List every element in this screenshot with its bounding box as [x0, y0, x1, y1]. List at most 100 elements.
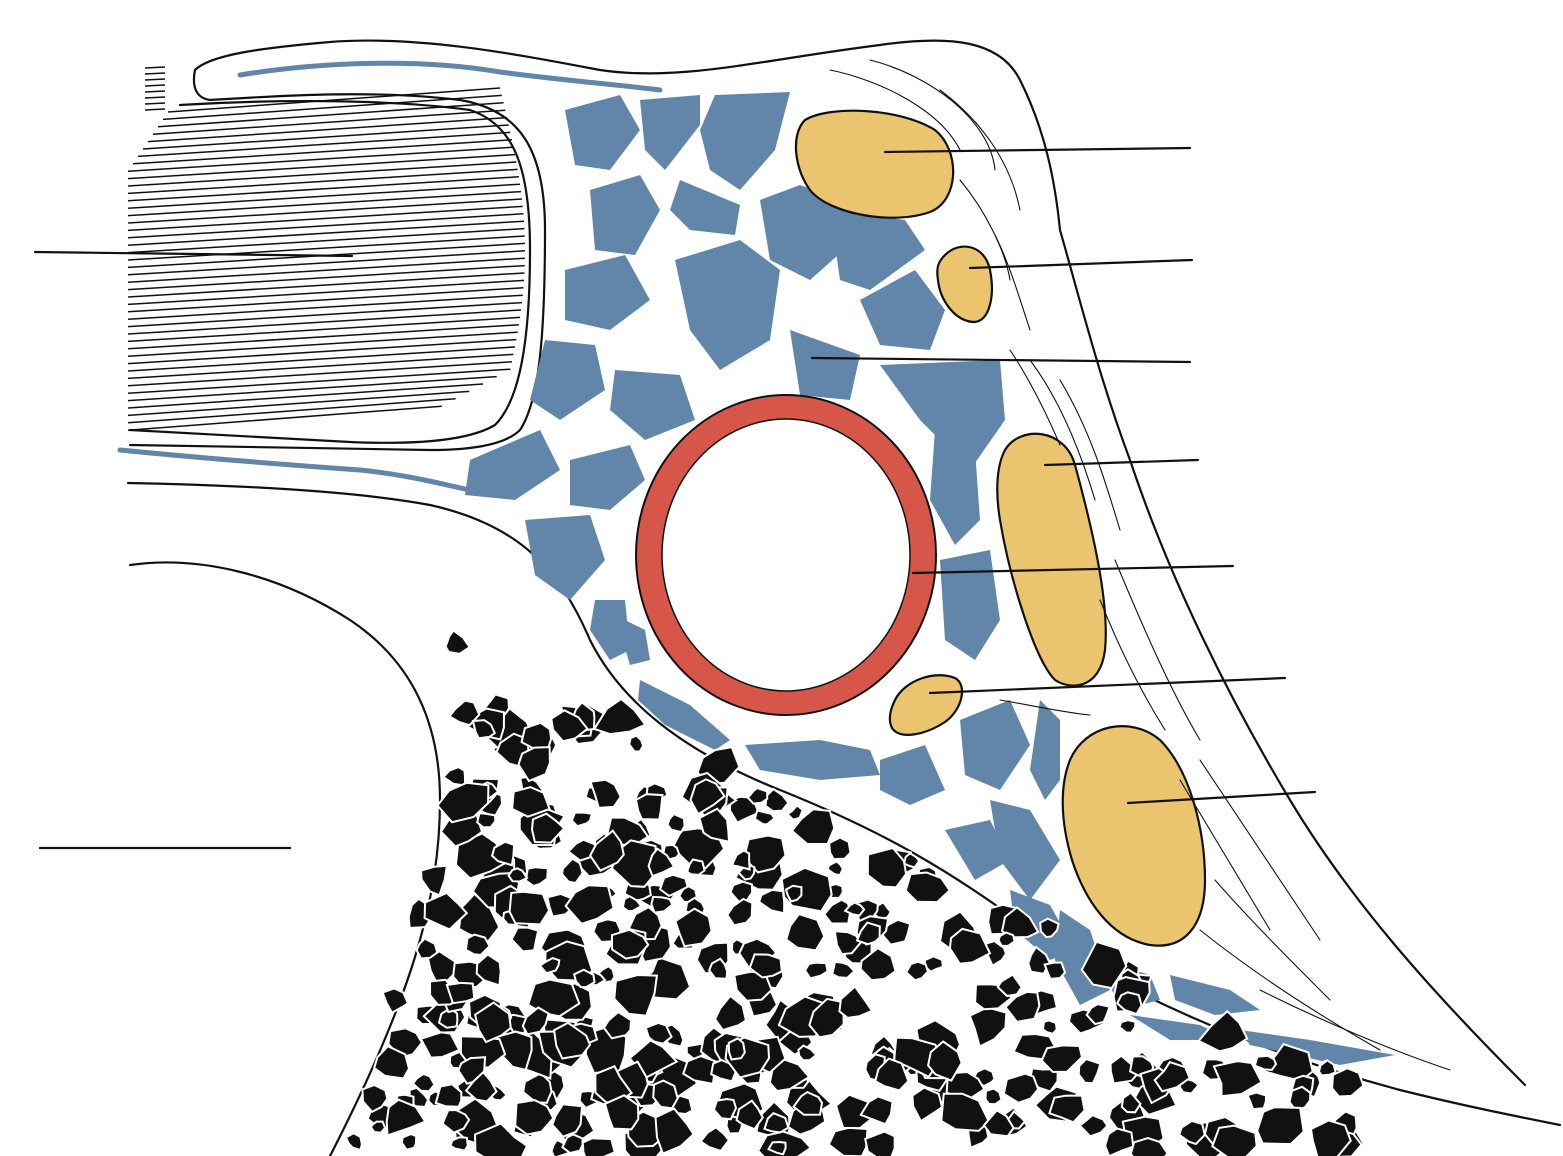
lymph-node-3	[996, 432, 1107, 687]
bone-trabecula	[546, 892, 577, 918]
envelope-inner-return	[128, 68, 547, 452]
bone-trabecula	[729, 880, 754, 903]
bone-trabecula	[1253, 1054, 1278, 1071]
bone-trabecula	[628, 734, 645, 753]
bone-trabecula	[689, 778, 726, 816]
bone-trabecula	[726, 897, 754, 927]
muscle-fiber-line	[144, 108, 166, 111]
bone-trabecula	[1043, 961, 1067, 980]
bone-trabecula	[1288, 1085, 1312, 1111]
adipose-lobule	[860, 270, 945, 350]
bone-trabecula	[904, 960, 930, 982]
lymph-node-5	[1061, 725, 1207, 947]
bone-trabecula	[490, 840, 516, 867]
bone-trabecula	[1000, 906, 1040, 939]
bone-trabecula	[1309, 1119, 1352, 1156]
bone-trabecula	[797, 1044, 818, 1062]
bone-trabecula	[566, 838, 597, 862]
bone-trabecula	[381, 987, 410, 1015]
bone-trabecula	[790, 808, 836, 846]
lymph-node-1	[794, 109, 955, 219]
bone-trabecula	[828, 836, 852, 861]
large-vessel	[635, 394, 937, 716]
bone-trabecula	[454, 832, 508, 880]
bone-trabecula	[441, 1108, 471, 1134]
connective-fiber	[959, 179, 1011, 281]
bone-trabecula	[1129, 1137, 1169, 1156]
muscle-outline	[128, 99, 532, 444]
connective-fiber	[999, 699, 1091, 716]
adipose-lobule	[990, 800, 1060, 900]
fascia-stripe-top	[237, 60, 663, 93]
bone-trabecula	[859, 1095, 894, 1126]
bone-trabecula	[792, 1090, 824, 1116]
muscle-fiber-line	[144, 66, 166, 69]
bone-trabecula	[1041, 1019, 1058, 1035]
bone-trabecula	[764, 787, 790, 813]
adipose-lobule	[880, 745, 945, 805]
muscle-fiber-line	[127, 361, 513, 387]
muscle-fiber-line	[127, 183, 521, 209]
bone-trabecula	[511, 786, 551, 818]
adipose-lobule	[1170, 975, 1260, 1015]
connective-fiber	[1179, 779, 1271, 931]
muscle-fiber-line	[127, 235, 525, 261]
muscle-fiber-line	[127, 264, 525, 291]
connective-fiber	[1099, 599, 1166, 731]
bone-trabecula	[411, 1072, 436, 1093]
lymph-node-2	[936, 245, 993, 324]
bone-trabecula	[603, 1094, 640, 1131]
bone-trabecula	[602, 1010, 633, 1040]
adipose-lobule	[638, 680, 730, 750]
bone-trabecula	[1256, 1106, 1305, 1146]
muscle-fiber-line	[127, 375, 497, 402]
bone-trabecula	[524, 866, 549, 888]
adipose-lobule	[945, 820, 1010, 880]
leader-line-node-4	[928, 676, 1287, 695]
bone-trabecula	[1039, 917, 1060, 939]
bone-trabecula	[996, 973, 1023, 998]
muscle-fiber-line	[127, 346, 516, 372]
muscle-fiber-line	[127, 301, 522, 328]
muscle-fiber-line	[127, 331, 518, 357]
bone-trabecula	[746, 786, 769, 805]
leader-line-vessel	[911, 564, 1235, 575]
connective-fiber	[1009, 349, 1061, 446]
muscle-fiber-line	[127, 220, 525, 246]
bone-trabecula	[666, 812, 686, 834]
bone-trabecula	[434, 1083, 463, 1108]
muscle-fiber-line	[132, 139, 513, 165]
bone-trabecula	[855, 921, 881, 946]
bone-trabecula	[644, 1021, 673, 1045]
adipose-lobule	[610, 370, 695, 440]
leader-line-adipose	[810, 356, 1192, 364]
bone-trabecula	[464, 1070, 498, 1103]
bone-trabecula	[742, 834, 787, 874]
adipose-lobule	[590, 600, 630, 660]
bone-trabecula	[982, 1109, 1015, 1138]
fascia-stripe-bottom	[117, 447, 473, 493]
muscle-fiber-line	[127, 213, 524, 239]
bone-trabecula	[650, 895, 674, 914]
bone-trabecula	[385, 1098, 427, 1137]
bone-trabecula	[589, 778, 622, 809]
bone-trabecula	[437, 1006, 459, 1029]
connective-fibers	[829, 59, 1451, 1071]
muscle-fiber-line	[147, 116, 508, 143]
bone-trabecula	[1080, 940, 1128, 990]
leader-line-node-1	[883, 146, 1192, 154]
muscle-fiber-line	[127, 227, 525, 254]
muscle-fiber-line	[127, 257, 525, 283]
muscle-fiber-line	[127, 353, 514, 380]
bone-trabecula	[444, 629, 471, 655]
adipose-lobule	[960, 700, 1030, 790]
bone-trabecula	[473, 1001, 512, 1044]
muscle-fiber-line	[127, 168, 518, 195]
bone-trabecula	[1002, 1072, 1040, 1104]
bone-trabecula	[713, 994, 748, 1032]
vessel-lumen	[661, 418, 911, 692]
bone-trabecula	[948, 927, 992, 965]
bone-trabecula	[526, 978, 581, 1018]
bone-trabecula	[476, 812, 497, 829]
bone-trabecula	[911, 1086, 944, 1123]
